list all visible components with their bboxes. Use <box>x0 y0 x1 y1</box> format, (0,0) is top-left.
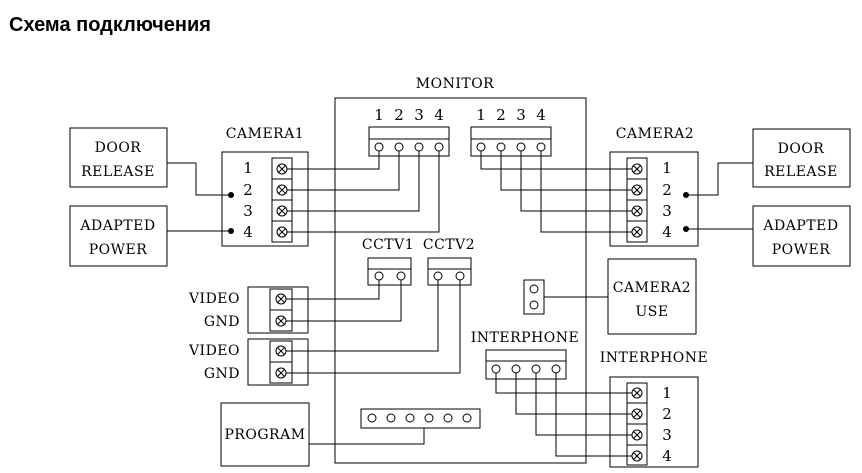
wire-camera2-door-release <box>686 162 753 196</box>
camera2-door-release-line1: DOOR <box>778 141 825 157</box>
camera2-adapted-power-line1: ADAPTED <box>762 218 838 234</box>
video-input-1-video-label: VIDEO <box>188 291 240 307</box>
cctv2-label: CCTV2 <box>423 237 475 253</box>
camera2-door-release-box <box>752 128 851 188</box>
video-input-2-gnd-label: GND <box>204 366 240 382</box>
interphone-unit-pin-4: 4 <box>662 447 672 465</box>
wire-camera1-1 <box>287 151 380 170</box>
camera2-terminal-block <box>626 157 648 243</box>
video-input-1: VIDEO GND <box>188 286 309 334</box>
monitor-a-num-4: 4 <box>434 106 444 124</box>
wiring <box>167 151 753 457</box>
camera1-pin-numbers: 1 2 3 4 <box>243 159 253 241</box>
wire-video2-video <box>286 280 439 352</box>
camera2-adapted-power-line2: POWER <box>772 242 831 258</box>
monitor-a-num-3: 3 <box>414 106 424 124</box>
monitor-label: MONITOR <box>416 76 494 92</box>
interphone-unit-pin-numbers: 1 2 3 4 <box>662 384 672 465</box>
interphone-unit-pin-2: 2 <box>662 405 672 423</box>
camera2-pin-3: 3 <box>662 202 672 220</box>
wire-interphone-2 <box>515 373 632 415</box>
camera1-door-release-box <box>69 127 168 188</box>
camera1-pin-1: 1 <box>243 159 253 177</box>
interphone-unit-pin-3: 3 <box>662 426 672 444</box>
camera1-pin-2: 2 <box>243 181 253 199</box>
wire-video1-video <box>286 280 380 300</box>
wire-camera1-3 <box>287 151 420 212</box>
video-input-2-video-label: VIDEO <box>188 343 240 359</box>
camera2-use-jumper <box>523 279 545 315</box>
camera2-door-release-line2: RELEASE <box>764 164 838 180</box>
wire-video2-gnd <box>286 280 461 374</box>
wire-video1-gnd <box>286 280 402 322</box>
interphone-unit-terminal-block <box>626 382 648 466</box>
camera2-pin-2: 2 <box>662 181 672 199</box>
cctv1-connector <box>367 257 412 286</box>
camera1-pin-3: 3 <box>243 202 253 220</box>
wire-camera1-2 <box>287 151 400 191</box>
monitor-block-b-connector <box>470 126 552 157</box>
camera2-use-box <box>607 258 697 335</box>
camera2-adapted-power-box <box>752 205 851 267</box>
monitor-interphone-connector <box>485 349 567 380</box>
wire-camera2-3 <box>520 151 632 212</box>
wire-camera1-4 <box>287 151 440 233</box>
cctv2-connector <box>427 257 472 286</box>
camera1-box <box>221 151 309 247</box>
video-input-1-gnd-label: GND <box>204 314 240 330</box>
video-input-2: VIDEO GND <box>188 338 309 386</box>
wire-program <box>309 428 425 445</box>
camera1-pin-4: 4 <box>243 223 253 241</box>
wire-camera2-2 <box>500 151 632 191</box>
monitor-interphone-label: INTERPHONE <box>471 330 579 346</box>
camera2-pin-numbers: 1 2 3 4 <box>662 159 672 241</box>
wire-interphone-4 <box>555 373 632 457</box>
wire-camera1-door-release <box>167 162 231 196</box>
page-title: Схема подключения <box>9 14 211 36</box>
monitor-block-a-numbers: 1 2 3 4 <box>374 106 444 124</box>
wire-camera2-4 <box>540 151 632 233</box>
camera2-use-line1: CAMERA2 <box>613 280 691 296</box>
monitor-b-num-2: 2 <box>496 106 506 124</box>
camera2-pin-1: 1 <box>662 159 672 177</box>
wire-camera2-1 <box>480 151 632 170</box>
camera1-door-release-line2: RELEASE <box>81 164 155 180</box>
program-box <box>220 402 310 467</box>
monitor-block-b-numbers: 1 2 3 4 <box>476 106 546 124</box>
camera1-adapted-power-line2: POWER <box>89 242 148 258</box>
camera2-pin-4: 4 <box>662 223 672 241</box>
monitor-b-num-1: 1 <box>476 106 486 124</box>
interphone-unit-pin-1: 1 <box>662 384 672 402</box>
monitor-a-num-2: 2 <box>394 106 404 124</box>
monitor-b-num-3: 3 <box>516 106 526 124</box>
program-label: PROGRAM <box>224 427 305 443</box>
program-connector <box>360 408 481 429</box>
camera1-terminal-block <box>271 157 293 243</box>
monitor-a-num-1: 1 <box>374 106 384 124</box>
camera1-adapted-power-box <box>69 205 168 267</box>
camera1-label: CAMERA1 <box>226 126 304 142</box>
camera2-use-line2: USE <box>635 304 668 320</box>
camera2-label: CAMERA2 <box>616 126 694 142</box>
monitor-b-num-4: 4 <box>536 106 546 124</box>
cctv1-label: CCTV1 <box>362 237 414 253</box>
wire-interphone-1 <box>495 373 632 394</box>
monitor-block-a-connector <box>368 126 450 157</box>
interphone-unit-box <box>609 376 699 468</box>
camera1-door-release-line1: DOOR <box>95 140 142 156</box>
camera1-adapted-power-line1: ADAPTED <box>79 218 155 234</box>
wire-interphone-3 <box>535 373 632 436</box>
interphone-unit-label: INTERPHONE <box>600 350 708 366</box>
